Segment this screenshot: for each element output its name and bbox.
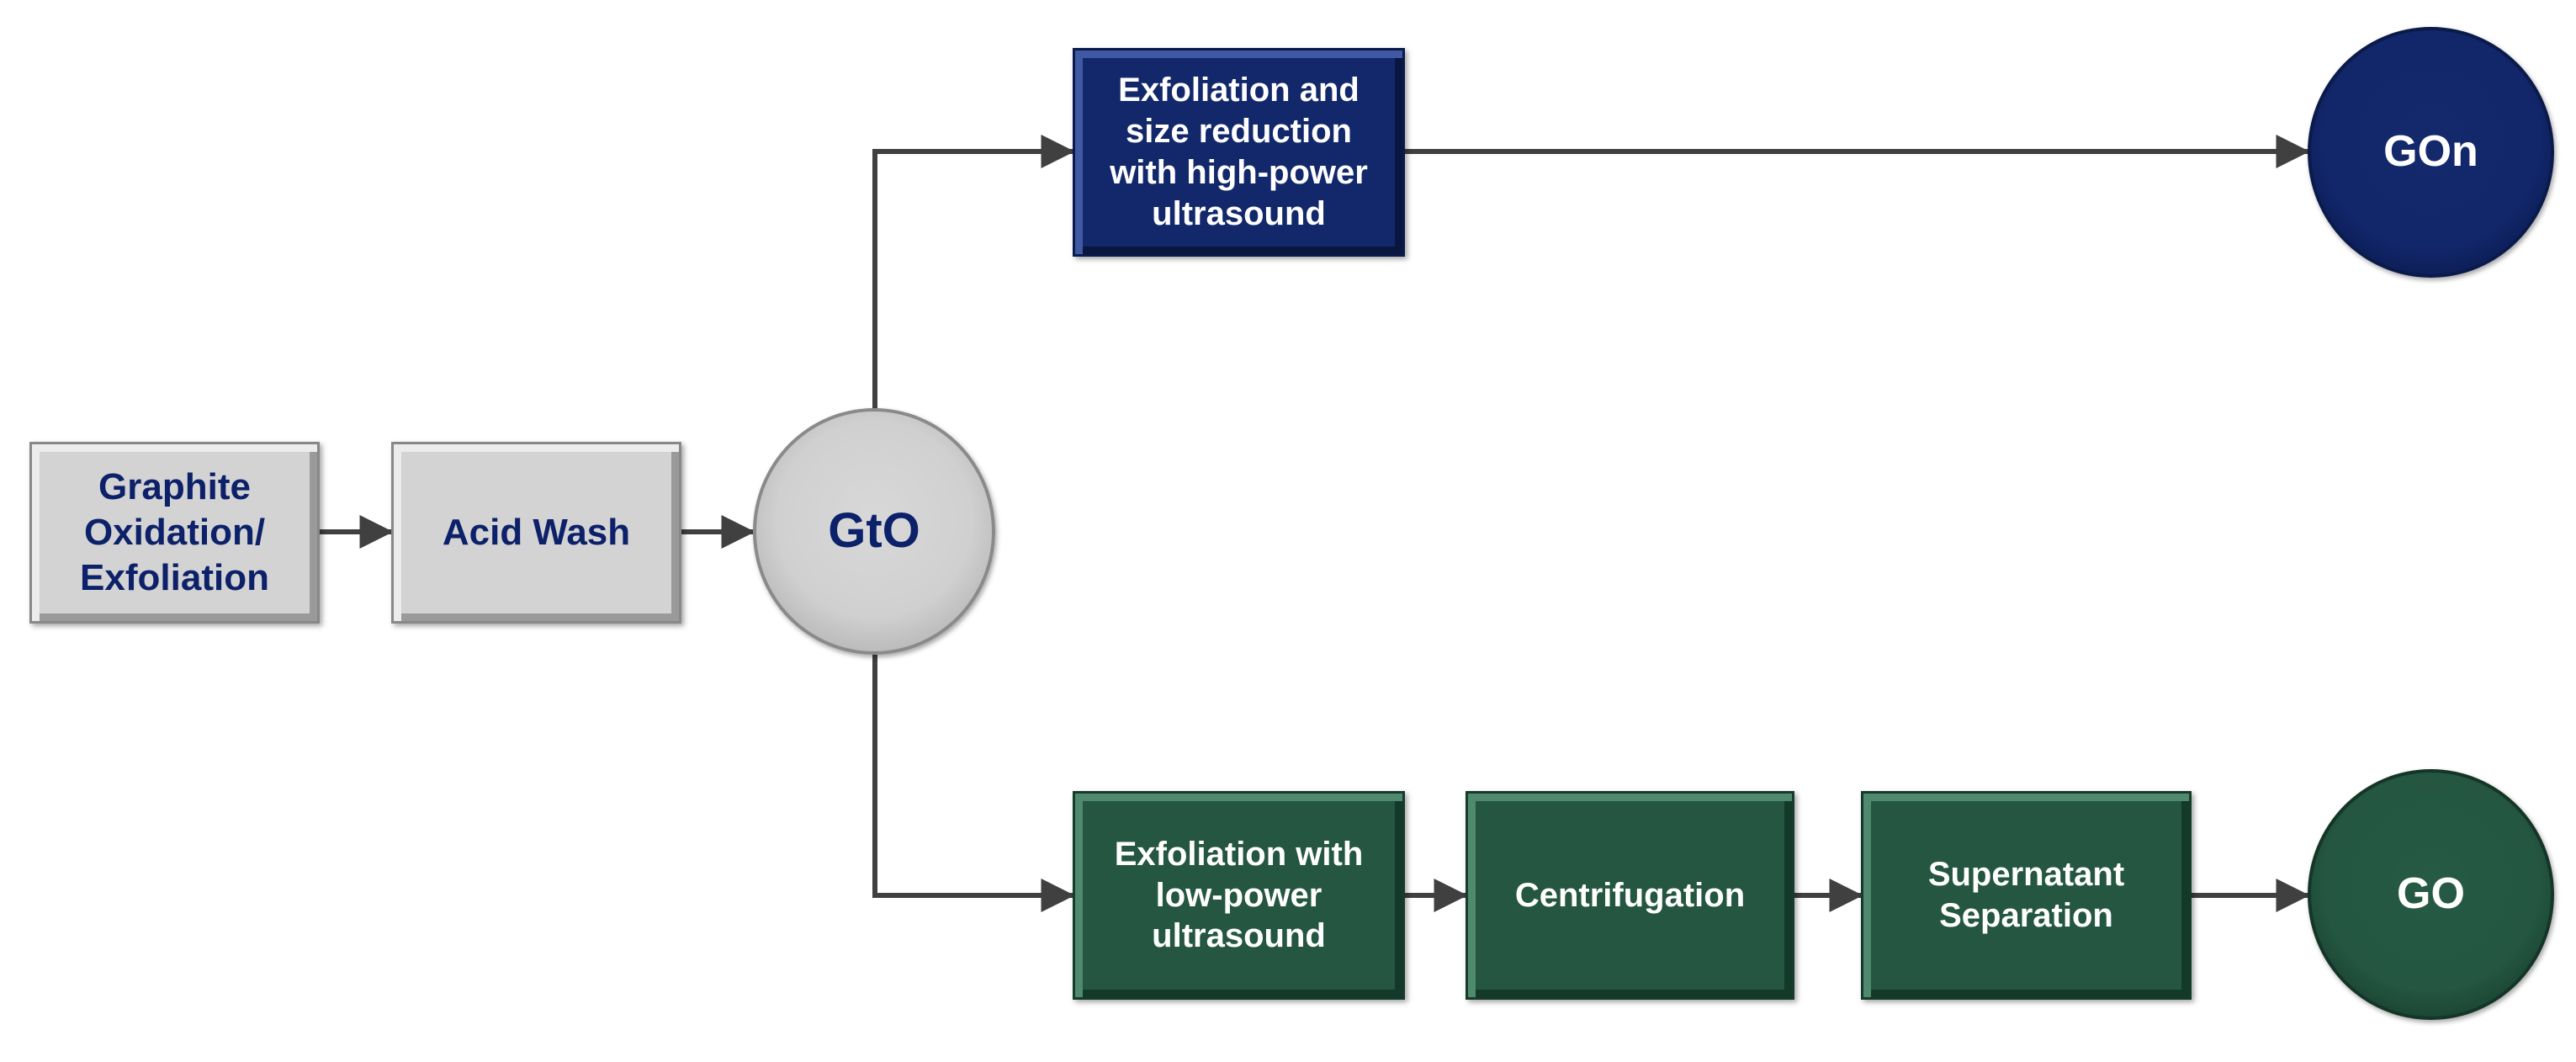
acid-wash-box: Acid Wash <box>391 442 681 624</box>
gon-circle: GOn <box>2308 27 2554 278</box>
gto-circle: GtO <box>753 408 995 655</box>
go-circle: GO <box>2308 769 2554 1020</box>
graphite-oxidation-line-1: Graphite <box>98 466 251 508</box>
graphite-oxidation-line-2: Oxidation/ <box>83 512 266 554</box>
supernatant-line-1: Supernatant <box>1927 856 2125 894</box>
low-power-ultrasound-box: Exfoliation with low-power ultrasound <box>1073 791 1405 1000</box>
high-power-line-4: ultrasound <box>1152 194 1326 232</box>
low-power-ultrasound-label: Exfoliation with low-power ultrasound <box>1115 834 1364 957</box>
graphite-oxidation-line-3: Exfoliation <box>80 556 269 598</box>
high-power-line-2: size reduction <box>1126 113 1352 151</box>
gto-label: GtO <box>828 503 920 559</box>
acid-wash-label: Acid Wash <box>442 512 631 554</box>
supernatant-line-2: Separation <box>1939 897 2113 934</box>
centrifugation-box: Centrifugation <box>1466 791 1794 1000</box>
graphite-oxidation-box: Graphite Oxidation/ Exfoliation <box>29 442 320 624</box>
supernatant-separation-box: Supernatant Separation <box>1861 791 2192 1000</box>
low-power-line-3: ultrasound <box>1152 917 1326 955</box>
graphite-oxidation-label: Graphite Oxidation/ Exfoliation <box>80 465 269 600</box>
low-power-line-2: low-power <box>1155 876 1322 914</box>
high-power-ultrasound-label: Exfoliation and size reduction with high… <box>1110 70 1368 234</box>
high-power-line-3: with high-power <box>1110 154 1368 191</box>
go-label: GO <box>2397 869 2465 919</box>
gon-label: GOn <box>2383 127 2478 177</box>
low-power-line-1: Exfoliation with <box>1114 835 1364 873</box>
centrifugation-label: Centrifugation <box>1514 876 1746 914</box>
high-power-ultrasound-box: Exfoliation and size reduction with high… <box>1073 48 1405 257</box>
supernatant-separation-label: Supernatant Separation <box>1928 854 2124 937</box>
arrow-gto-to-highpower <box>872 135 1075 408</box>
high-power-line-1: Exfoliation and <box>1118 72 1360 109</box>
arrow-gto-to-lowpower <box>872 655 1075 912</box>
